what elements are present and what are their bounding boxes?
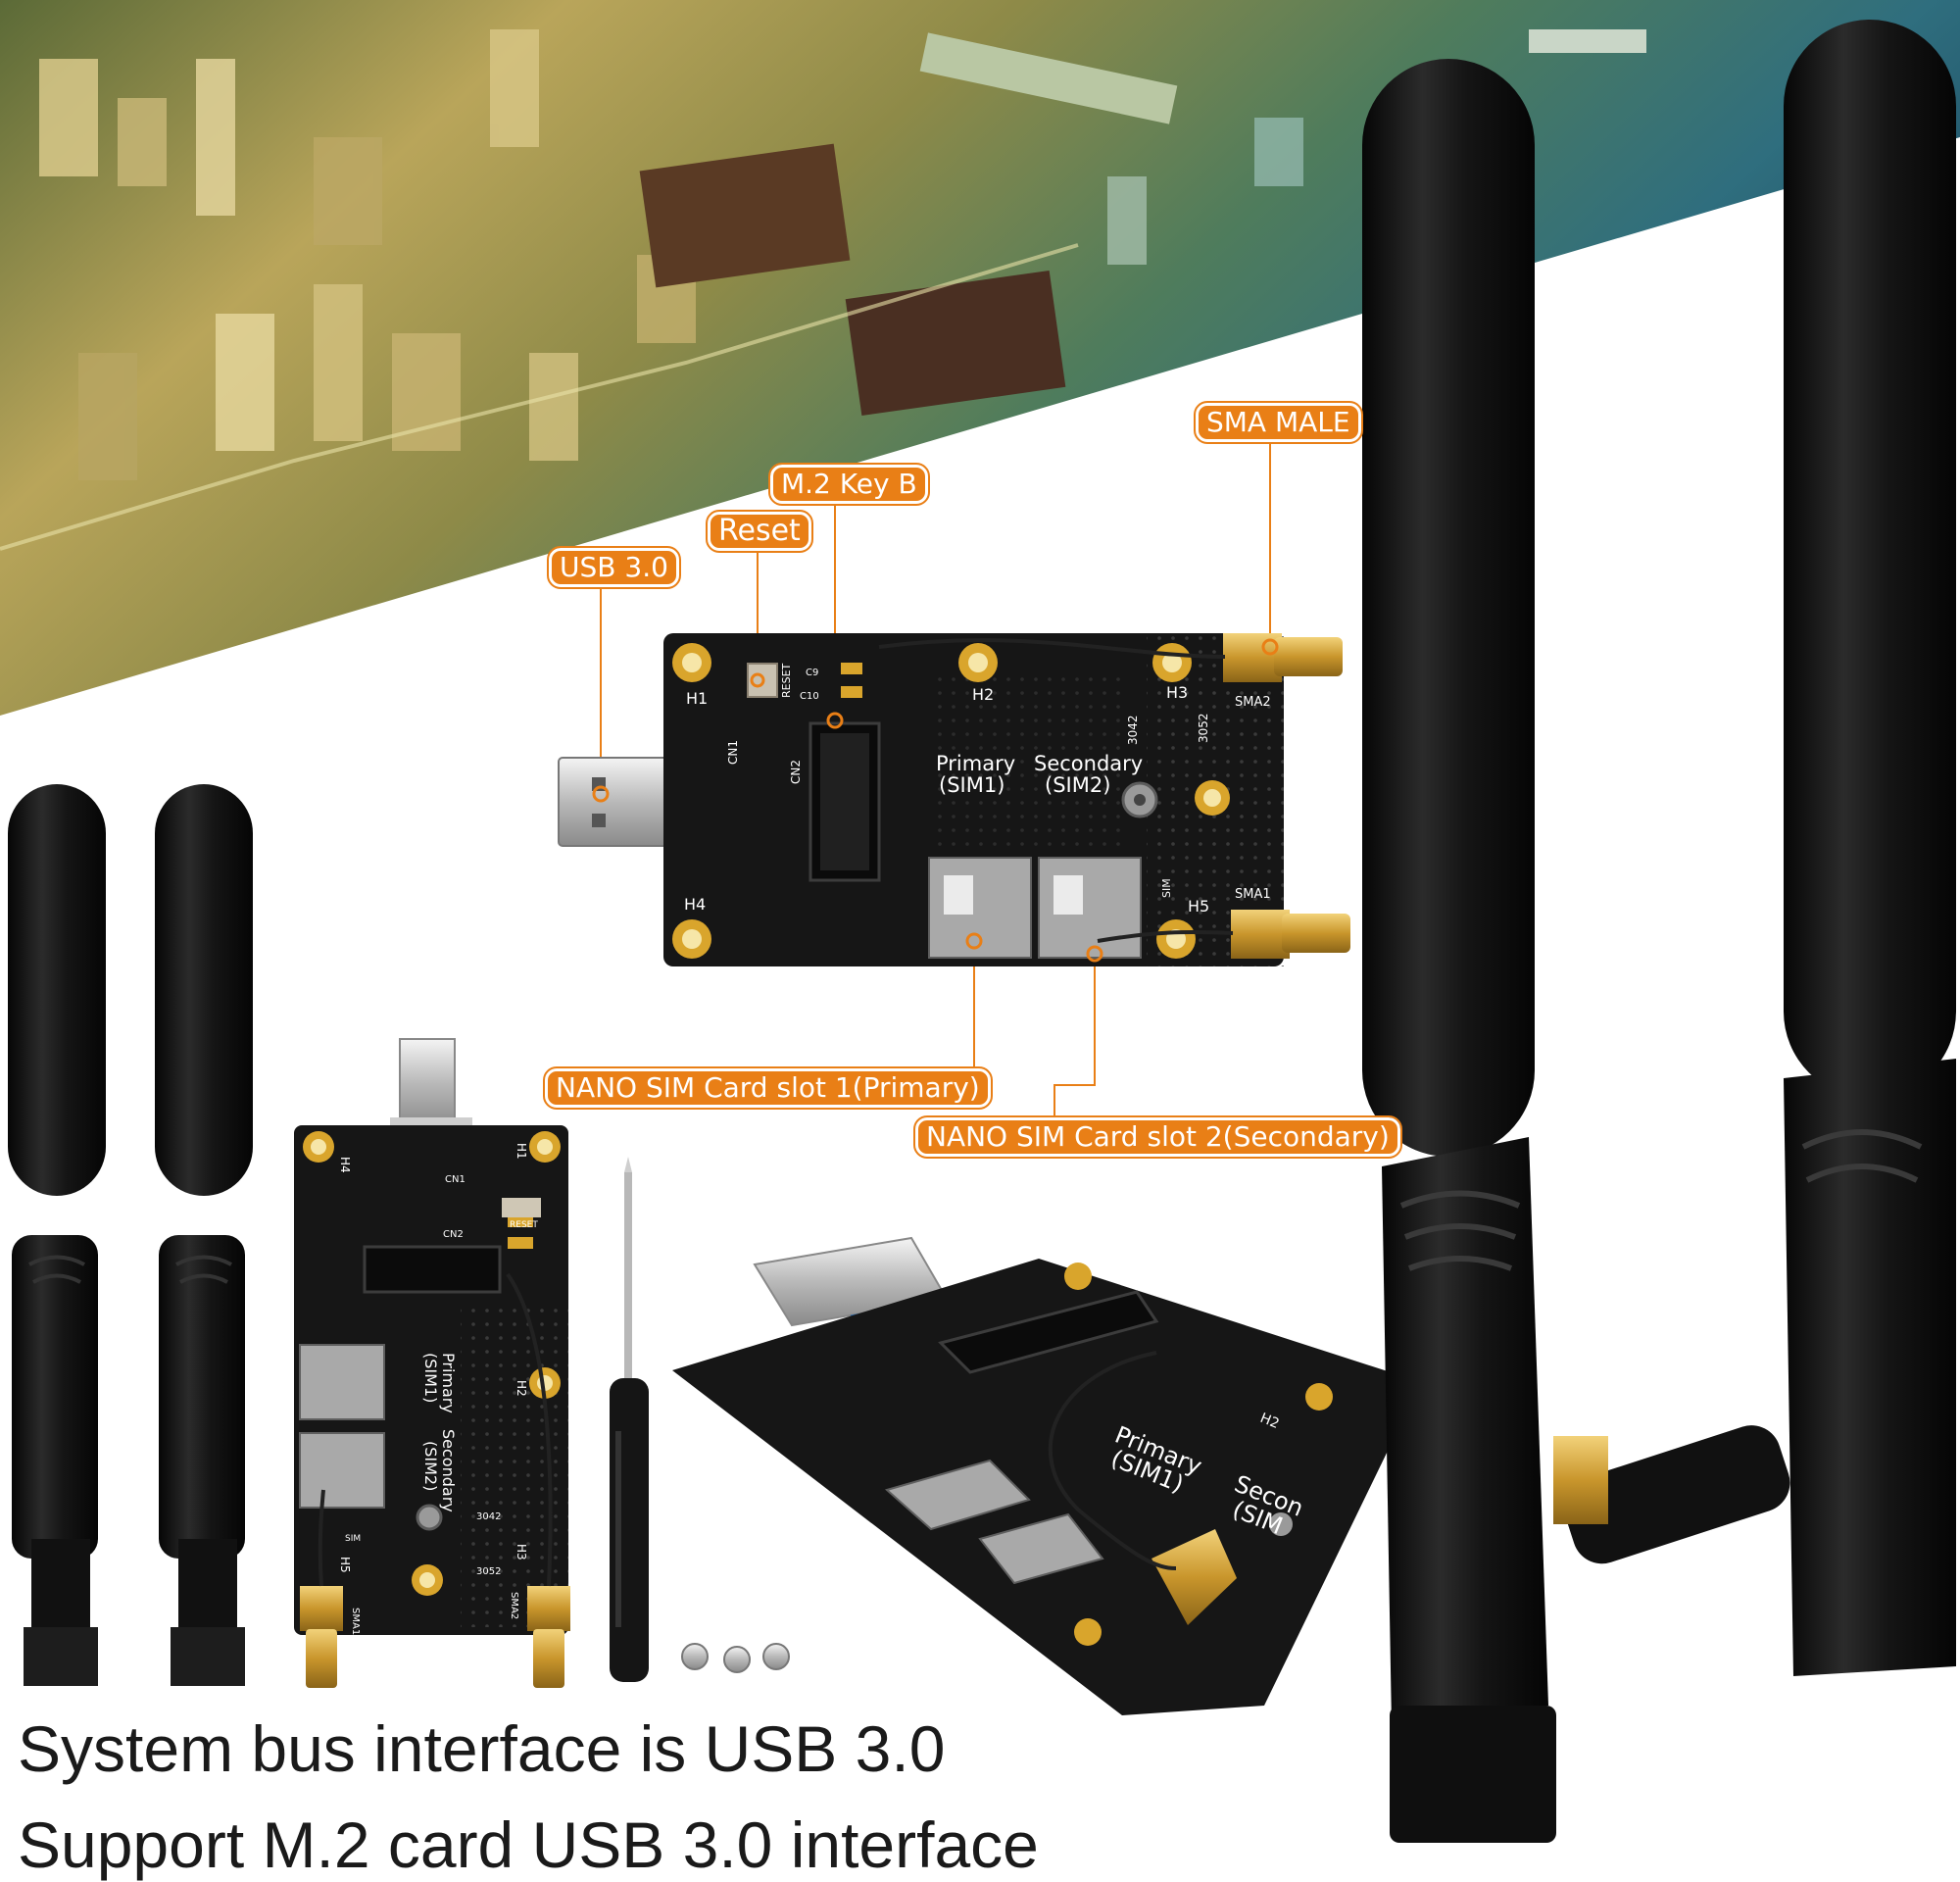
board-vertical-label-sim: SIM [345, 1534, 361, 1544]
board-vertical-label-h1: H1 [514, 1143, 528, 1160]
antenna-left-2 [155, 784, 253, 1686]
board-vertical-label-sim1: (SIM1) [421, 1353, 440, 1403]
board-top-label-h3: H3 [1166, 683, 1188, 702]
callout-sma-male: SMA MALE [1194, 401, 1363, 444]
callout-sim-slot-1: NANO SIM Card slot 1(Primary) [543, 1066, 993, 1110]
board-top-label-cn1: CN1 [726, 740, 740, 765]
board-top-label-c9: C9 [806, 668, 818, 678]
board-vertical-label-3052: 3052 [476, 1566, 501, 1577]
board-vertical-label-cn2: CN2 [443, 1229, 464, 1240]
antenna-left-1 [8, 784, 106, 1686]
board-vertical-label-sma1: SMA1 [350, 1608, 361, 1635]
board-vertical-label-cn1: CN1 [445, 1174, 466, 1185]
board-top-label-sma1: SMA1 [1235, 887, 1271, 902]
board-top-label-sma2: SMA2 [1235, 695, 1271, 710]
mounting-screws [681, 1643, 790, 1673]
board-top-label-secondary: Secondary [1034, 752, 1143, 775]
board-top-label-sim: SIM [1160, 878, 1173, 898]
board-top-label-sim1: (SIM1) [939, 773, 1004, 797]
antenna-right-back [1553, 20, 1956, 1676]
callout-m2-key-b: M.2 Key B [768, 463, 930, 506]
board-vertical-label-h2: H2 [514, 1380, 528, 1397]
board-top-label-h1: H1 [686, 689, 708, 708]
board-top-label-3052: 3052 [1197, 713, 1210, 743]
board-top-label-h4: H4 [684, 895, 706, 914]
board-top-label-primary: Primary [936, 752, 1015, 775]
board-top-label-reset: RESET [780, 663, 793, 698]
callout-reset: Reset [706, 510, 813, 553]
board-top-label-h5: H5 [1188, 897, 1209, 916]
board-top-label-cn2: CN2 [789, 760, 803, 784]
board-top-view: H1 H2 H3 H4 H5 SMA2 SMA1 CN1 CN2 RESET C… [558, 633, 1350, 966]
caption-line-1: System bus interface is USB 3.0 [18, 1712, 946, 1785]
board-vertical-label-h3: H3 [514, 1544, 528, 1560]
board-vertical-label-h4: H4 [338, 1157, 352, 1173]
board-vertical-label-primary: Primary [439, 1353, 458, 1413]
board-vertical-label-sim2: (SIM2) [421, 1441, 440, 1491]
board-vertical-label-sma2: SMA2 [509, 1592, 519, 1619]
board-vertical-label-h5: H5 [338, 1557, 352, 1573]
board-top-label-sim2: (SIM2) [1045, 773, 1110, 797]
board-top-label-c10: C10 [800, 691, 819, 702]
board-top-label-h2: H2 [972, 685, 994, 704]
callout-sim-slot-2: NANO SIM Card slot 2(Secondary) [913, 1115, 1402, 1159]
board-vertical-label-3042: 3042 [476, 1511, 501, 1522]
screwdriver-tool [610, 1157, 649, 1682]
circuit-board-background [0, 0, 1960, 716]
board-angled-view: Primary (SIM1) Secon (SIM H2 [672, 1236, 1421, 1715]
antenna-right-front [1362, 59, 1556, 1843]
board-vertical-label-reset: RESET [510, 1220, 538, 1230]
board-vertical-view: H4 H1 H2 H3 H5 CN1 CN2 RESET Primary (SI… [294, 1038, 570, 1688]
board-angled-label-h2: H2 [1258, 1411, 1282, 1432]
board-top-label-3042: 3042 [1126, 715, 1140, 745]
caption-line-2: Support M.2 card USB 3.0 interface [18, 1808, 1039, 1881]
board-vertical-label-secondary: Secondary [439, 1429, 458, 1512]
callout-usb30: USB 3.0 [547, 546, 681, 589]
